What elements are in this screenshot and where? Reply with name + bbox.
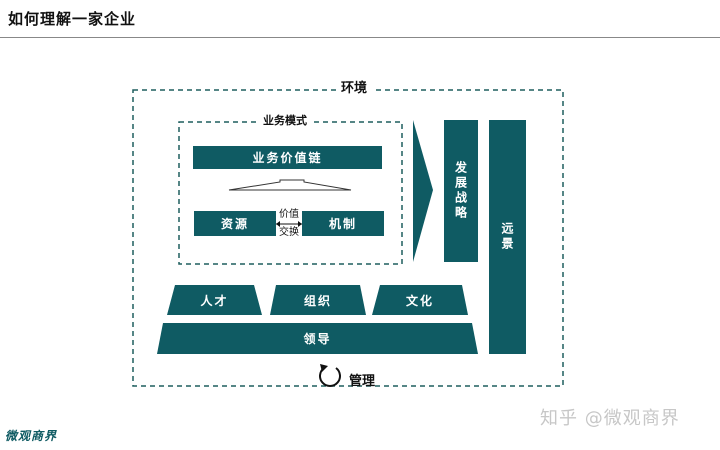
environment-frame: [132, 89, 564, 387]
leadership-box: 领导: [157, 323, 478, 354]
title-divider: [0, 37, 720, 38]
value-exchange-bottom: 交换: [279, 227, 299, 238]
watermark: 知乎 @微观商界: [540, 408, 680, 429]
value-chain-box: 业务价值链: [193, 146, 382, 169]
management-label: 管理: [349, 374, 376, 389]
environment-label: 环境: [336, 82, 373, 96]
up-arrow: [228, 179, 352, 191]
business-model-label: 业务模式: [258, 114, 312, 128]
business-model-frame: [178, 121, 403, 265]
resources-box: 资源: [194, 211, 276, 236]
culture-box: 文化: [372, 285, 468, 315]
page-title: 如何理解一家企业: [8, 10, 137, 28]
value-exchange-top: 价值: [279, 209, 299, 220]
talent-label: 人才: [200, 293, 229, 308]
culture-label: 文化: [405, 293, 434, 308]
leadership-label: 领导: [303, 332, 332, 346]
chevron-arrow: [413, 120, 433, 262]
vision-box: 远景: [489, 120, 526, 354]
cycle-arrow-icon: [319, 367, 341, 387]
brand-footer: 微观商界: [5, 429, 58, 443]
mechanism-box: 机制: [302, 211, 384, 236]
strategy-box: 发展战略: [444, 120, 478, 262]
organization-label: 组织: [303, 293, 332, 308]
organization-box: 组织: [270, 285, 366, 315]
talent-box: 人才: [167, 285, 262, 315]
